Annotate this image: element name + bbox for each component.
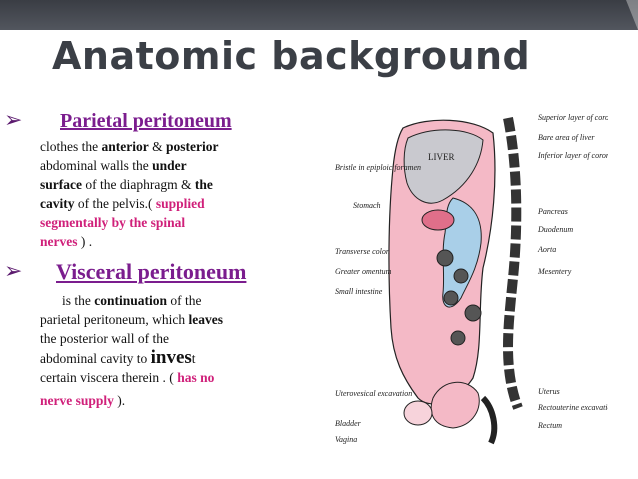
arrow-bullet-icon: ➢	[4, 259, 23, 284]
text: of the pelvis.(	[74, 196, 156, 211]
arrow-bullet-icon: ➢	[4, 108, 23, 133]
intestine-loop	[453, 268, 469, 284]
text-bold: surface	[40, 177, 82, 192]
text: ).	[113, 393, 126, 408]
text-highlight: has no	[177, 370, 215, 385]
left-labels: Bristle in epiploic foramen Stomach Tran…	[335, 163, 421, 444]
stomach-shape	[421, 209, 455, 231]
bladder-shape	[403, 400, 433, 426]
parietal-paragraph: clothes the anterior & posterior abdomin…	[40, 137, 330, 251]
text-bold: leaves	[188, 312, 223, 327]
text: &	[148, 139, 166, 154]
label-rectum: Rectum	[537, 421, 562, 430]
rectum-shape	[480, 395, 498, 445]
label-aorta: Aorta	[537, 245, 556, 254]
label-duodenum: Duodenum	[537, 225, 573, 234]
liver-label: LIVER	[428, 152, 455, 162]
label-superior-coronary: Superior layer of coronary ligament	[538, 113, 608, 122]
text-bold: cavity	[40, 196, 75, 211]
text-highlight: nerve supply	[40, 393, 114, 408]
text: clothes the	[40, 139, 102, 154]
uterus-shape	[430, 381, 480, 429]
right-labels: Superior layer of coronary ligament Bare…	[537, 113, 608, 430]
intestine-loop	[450, 330, 466, 346]
label-epiploic-foramen: Bristle in epiploic foramen	[335, 163, 421, 172]
text: abdominal walls the	[40, 158, 153, 173]
text: the posterior wall of the	[40, 331, 169, 346]
label-inferior-coronary: Inferior layer of coronary ligament	[537, 151, 608, 160]
text-bold: under	[152, 158, 187, 173]
text: of the diaphragm &	[81, 177, 195, 192]
label-greater-omentum: Greater omentum	[335, 267, 392, 276]
label-uterovesical-excavation: Uterovesical excavation	[335, 389, 412, 398]
liver-shape	[403, 129, 484, 204]
peritoneum-sagittal-diagram: LIVER Bristle in epiploic foramen Stomac…	[335, 113, 608, 445]
intestine-loop	[464, 304, 482, 322]
label-pancreas: Pancreas	[537, 207, 568, 216]
text: certain viscera therein . (	[40, 370, 178, 385]
text-highlight: nerves	[40, 234, 78, 249]
text-bold-large: inves	[150, 347, 192, 368]
label-mesentery: Mesentery	[537, 267, 572, 276]
label-uterus: Uterus	[538, 387, 560, 396]
slide-title: Anatomic background	[52, 34, 531, 78]
text-bold: continuation	[94, 293, 168, 308]
label-bladder: Bladder	[335, 419, 362, 428]
text-bold: anterior	[101, 139, 149, 154]
text: parietal peritoneum, which	[40, 312, 189, 327]
top-bar	[0, 0, 638, 30]
text-bold: the	[194, 177, 213, 192]
intestine-loop	[443, 290, 459, 306]
label-vagina: Vagina	[335, 435, 357, 444]
parietal-heading: Parietal peritoneum	[60, 110, 232, 132]
text-bold: posterior	[165, 139, 219, 154]
top-bar-corner	[626, 0, 638, 30]
label-rectouterine-excavation: Rectouterine excavation	[537, 403, 608, 412]
text: abdominal cavity to	[40, 351, 151, 366]
text: is the	[62, 293, 95, 308]
visceral-heading: Visceral peritoneum	[56, 259, 247, 284]
text-highlight: segmentally by the spinal	[40, 215, 186, 230]
spine	[503, 117, 523, 410]
visceral-paragraph: is the continuation of the parietal peri…	[40, 291, 330, 410]
label-stomach: Stomach	[353, 201, 381, 210]
colon-shape	[436, 249, 454, 267]
text-highlight: supplied	[155, 196, 205, 211]
text: ) .	[77, 234, 93, 249]
label-bare-area-liver: Bare area of liver	[538, 133, 595, 142]
label-transverse-colon: Transverse colon	[335, 247, 390, 256]
text: of the	[167, 293, 202, 308]
text: t	[191, 351, 196, 366]
label-small-intestine: Small intestine	[335, 287, 383, 296]
